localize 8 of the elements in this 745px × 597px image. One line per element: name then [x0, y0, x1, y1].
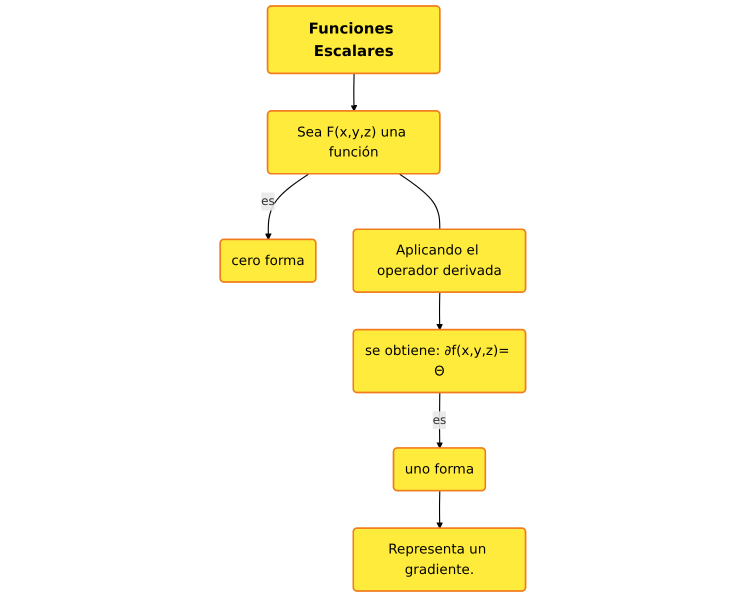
- arrow: [436, 491, 443, 529]
- arrow: [350, 74, 357, 112]
- edge-label: es: [260, 194, 274, 208]
- arrow: [436, 292, 443, 330]
- connector: [398, 174, 440, 230]
- edge-label: es: [432, 412, 446, 427]
- arrow: [436, 392, 443, 449]
- arrow: [264, 174, 308, 240]
